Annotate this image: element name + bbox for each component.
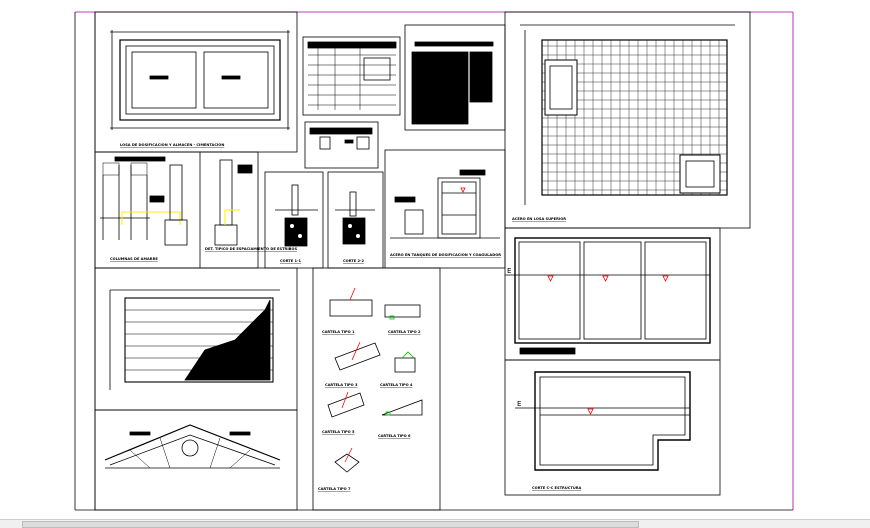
section-mark-e-2: E bbox=[517, 400, 521, 408]
label-cartela-2: CARTELA TIPO 2 bbox=[388, 330, 421, 334]
label-cut-1: CORTE 1-1 bbox=[280, 259, 301, 263]
panel-cut-c: E CORTE C-C ESTRUCTURA bbox=[504, 359, 721, 496]
label-cartela-6: CARTELA TIPO 6 bbox=[378, 434, 411, 438]
panel-schedule-tables bbox=[302, 24, 506, 169]
label-cartela-3: CARTELA TIPO 3 bbox=[325, 383, 358, 387]
label-columns: COLUMNAS DE AMARRE bbox=[110, 257, 158, 261]
label-cartela-1: CARTELA TIPO 1 bbox=[322, 330, 355, 334]
panel-tanks: E bbox=[504, 227, 721, 361]
label-cut-c: CORTE C-C ESTRUCTURA bbox=[532, 486, 582, 490]
label-foundation-plan: LOSA DE DOSIFICACION Y ALMACEN - CIMENTA… bbox=[120, 143, 224, 147]
section-mark-e: E bbox=[507, 267, 511, 275]
label-stirrups: DET. TIPICO DE ESPACIAMIENTO DE ESTRIBOS bbox=[205, 247, 297, 251]
label-cut-2: CORTE 2-2 bbox=[343, 259, 364, 263]
panel-tank-steel: ACERO EN TANQUES DE DOSIFICACION Y COAGU… bbox=[384, 149, 506, 269]
label-slab-steel: ACERO EN LOSA SUPERIOR bbox=[512, 217, 566, 221]
label-cartela-7: CARTELA TIPO 7 bbox=[318, 487, 351, 491]
panel-columns: COLUMNAS DE AMARRE DET. TIPICO DE ESPACI… bbox=[94, 151, 297, 269]
panel-roof-plan bbox=[94, 267, 298, 411]
panel-truss bbox=[94, 409, 298, 511]
panel-cuts: CORTE 1-1 CORTE 2-2 bbox=[264, 171, 384, 269]
panel-foundation-plan: LOSA DE DOSIFICACION Y ALMACEN - CIMENTA… bbox=[94, 11, 298, 153]
panel-slab-steel: ACERO EN LOSA SUPERIOR bbox=[504, 11, 751, 229]
panel-cartelas: CARTELA TIPO 1 CARTELA TIPO 2 CARTELA TI… bbox=[312, 267, 441, 511]
label-cartela-5: CARTELA TIPO 5 bbox=[322, 430, 355, 434]
label-cartela-4: CARTELA TIPO 4 bbox=[380, 383, 413, 387]
label-tank-steel: ACERO EN TANQUES DE DOSIFICACION Y COAGU… bbox=[390, 253, 501, 257]
